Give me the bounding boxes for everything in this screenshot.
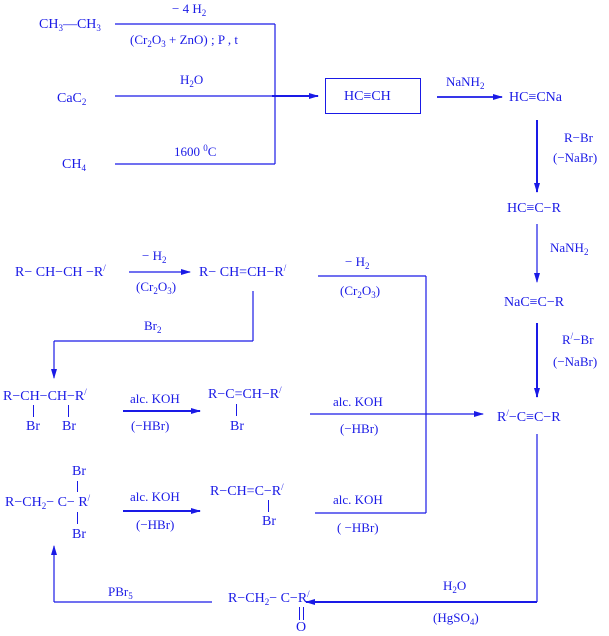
methane-reagent: 1600 0C — [174, 143, 217, 160]
koh-1-bottom: (−HBr) — [131, 418, 170, 433]
minus-nabr-1: (−NaBr) — [553, 150, 598, 165]
koh-3-top: alc. KOH — [130, 489, 180, 504]
calcium-carbide-reagent: H2O — [180, 72, 204, 89]
rbr-reagent-2: R/−Br — [562, 331, 594, 348]
koh-2-top: alc. KOH — [333, 394, 383, 409]
ketone: R−CH2− C−R/ — [228, 589, 310, 607]
nanh2-reagent-2: NaNH2 — [550, 240, 589, 257]
koh-3-bottom: (−HBr) — [136, 517, 175, 532]
bond-line — [68, 405, 69, 417]
calcium-carbide: CaC2 — [57, 91, 87, 107]
dehydro-2-bottom: (Cr2O3) — [340, 283, 381, 300]
bromine-top: Br — [72, 464, 86, 479]
bromine-bottom: Br — [72, 527, 86, 542]
carbonyl-bond-line — [299, 607, 300, 620]
vinyl-bromide-2: R−CH=C−R/ — [210, 482, 284, 500]
carbonyl-oxygen: O — [296, 620, 307, 635]
ethane: CH3—CH3 — [39, 17, 101, 33]
h2o-reagent: H2O — [443, 578, 467, 595]
carbonyl-bond-line — [303, 607, 304, 620]
ethane-reagent-top: − 4 H2 — [172, 1, 207, 18]
koh-4-top: alc. KOH — [333, 492, 383, 507]
bond-line — [33, 405, 34, 417]
pbr5-reagent: PBr5 — [108, 584, 133, 601]
acetylene: HC≡CH — [344, 89, 391, 104]
bond-line — [77, 481, 78, 492]
bond-line — [77, 512, 78, 524]
vicinal-dibromide: R−CH−CH−R/ — [3, 387, 87, 405]
bond-line — [236, 404, 237, 416]
br2-reagent: Br2 — [144, 318, 162, 335]
acetylene-box — [325, 78, 421, 114]
bromine-3: Br — [230, 419, 244, 434]
internal-alkyne: R/−C≡C−R — [497, 408, 561, 426]
bromine-1: Br — [26, 419, 40, 434]
nanh2-reagent-1: NaNH2 — [446, 74, 485, 91]
ethane-reagent-bottom: (Cr2O3 + ZnO) ; P , t — [130, 32, 238, 49]
hgso4-reagent: (HgSO4) — [433, 610, 479, 627]
sodium-alkynide: NaC≡C−R — [504, 295, 565, 310]
terminal-alkyne: HC≡C−R — [507, 201, 561, 216]
dehydro-2-top: − H2 — [345, 254, 370, 271]
minus-nabr-2: (−NaBr) — [553, 354, 598, 369]
koh-2-bottom: (−HBr) — [340, 421, 379, 436]
alkane: R− CH−CH −R/ — [15, 263, 106, 281]
vinyl-bromide-1: R−C=CH−R/ — [208, 385, 282, 403]
rbr-reagent-1: R−Br — [564, 130, 594, 145]
bromine-2: Br — [62, 419, 76, 434]
bond-line — [268, 500, 269, 512]
dehydro-1-top: − H2 — [142, 248, 167, 265]
sodium-acetylide: HC≡CNa — [509, 90, 563, 105]
methane: CH4 — [62, 157, 86, 173]
koh-4-bottom: ( −HBr) — [337, 520, 379, 535]
bromine-4: Br — [262, 514, 276, 529]
alkene: R− CH=CH−R/ — [199, 263, 287, 281]
geminal-dibromide: R−CH2− C− R/ — [5, 493, 91, 511]
dehydro-1-bottom: (Cr2O3) — [136, 279, 177, 296]
koh-1-top: alc. KOH — [130, 391, 180, 406]
